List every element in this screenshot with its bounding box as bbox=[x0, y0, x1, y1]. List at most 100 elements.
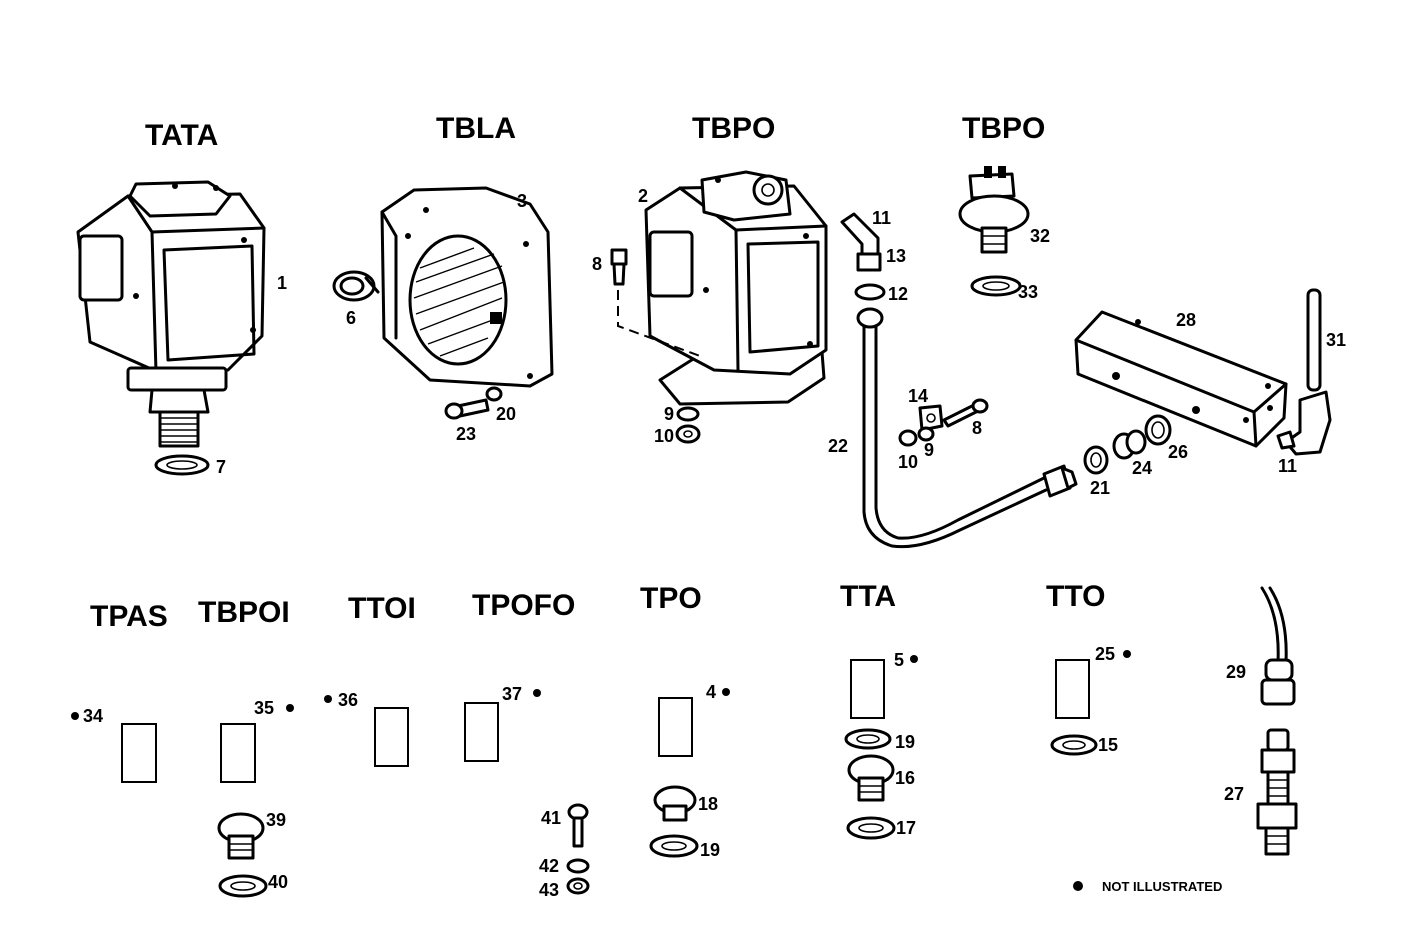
part-6-plug bbox=[332, 270, 380, 302]
part-34-placeholder-box bbox=[121, 723, 157, 783]
not-illustrated-dot-5 bbox=[910, 655, 918, 663]
part-label-28: 28 bbox=[1176, 310, 1196, 330]
part-10-nut-right bbox=[898, 429, 918, 447]
part-label-27: 27 bbox=[1224, 784, 1244, 804]
part-14-clip bbox=[918, 404, 944, 432]
group-title-tata: TATA bbox=[145, 119, 218, 152]
group-title-tbpo-right: TBPO bbox=[962, 112, 1045, 145]
part-label-8-left: 8 bbox=[592, 254, 602, 274]
part-39-plug bbox=[217, 812, 265, 860]
part-27-sensor bbox=[1256, 728, 1298, 856]
part-18-plug bbox=[653, 785, 697, 822]
legend-not-illustrated: NOT ILLUSTRATED bbox=[1102, 879, 1222, 894]
part-label-9-left: 9 bbox=[664, 404, 674, 424]
part-13-fitting bbox=[856, 252, 882, 272]
part-37-placeholder-box bbox=[464, 702, 499, 762]
part-40-washer bbox=[218, 874, 268, 898]
part-5-placeholder-box bbox=[850, 659, 885, 719]
part-10-nut-left bbox=[675, 424, 701, 444]
part-25-placeholder-box bbox=[1055, 659, 1090, 719]
part-label-2: 2 bbox=[638, 186, 648, 206]
group-title-tpofo: TPOFO bbox=[472, 589, 575, 622]
part-15-washer bbox=[1050, 734, 1098, 756]
part-label-8-right: 8 bbox=[972, 418, 982, 438]
part-41-bolt bbox=[567, 803, 589, 848]
part-label-11-lower: 11 bbox=[1278, 456, 1297, 476]
part-9-washer-right bbox=[917, 426, 935, 442]
part-12-washer bbox=[854, 283, 886, 301]
part-label-23: 23 bbox=[456, 424, 476, 444]
part-35-placeholder-box bbox=[220, 723, 256, 783]
group-title-tpas: TPAS bbox=[90, 600, 168, 633]
part-label-40: 40 bbox=[268, 872, 288, 892]
part-32-pressure-switch bbox=[958, 166, 1030, 254]
part-label-29: 29 bbox=[1226, 662, 1246, 682]
part-label-31: 31 bbox=[1326, 330, 1346, 350]
part-43-nut bbox=[566, 877, 590, 895]
part-24-fitting bbox=[1112, 429, 1147, 460]
part-label-19-tta: 19 bbox=[895, 732, 915, 752]
part-label-19-tpo: 19 bbox=[700, 840, 720, 860]
not-illustrated-dot-36 bbox=[324, 695, 332, 703]
part-21-washer bbox=[1083, 445, 1109, 475]
part-label-24: 24 bbox=[1132, 458, 1152, 478]
part-label-6: 6 bbox=[346, 308, 356, 328]
part-label-43: 43 bbox=[539, 880, 559, 900]
part-label-35: 35 bbox=[254, 698, 274, 718]
group-title-tbpo-left: TBPO bbox=[692, 112, 775, 145]
part-label-15: 15 bbox=[1098, 735, 1118, 755]
part-29-sensor-with-cable bbox=[1260, 586, 1296, 706]
not-illustrated-dot-34 bbox=[71, 712, 79, 720]
part-19-washer-tta bbox=[844, 728, 892, 750]
part-label-10-right: 10 bbox=[898, 452, 918, 472]
legend-bullet bbox=[1073, 881, 1083, 891]
tbla-housing-with-window bbox=[380, 186, 554, 388]
group-title-tpo: TPO bbox=[640, 582, 702, 615]
part-label-16: 16 bbox=[895, 768, 915, 788]
part-label-12: 12 bbox=[888, 284, 908, 304]
part-11-elbow-lower bbox=[1276, 390, 1332, 456]
part-label-21: 21 bbox=[1090, 478, 1110, 498]
part-31-tube bbox=[1306, 288, 1322, 392]
part-22-pipe bbox=[856, 307, 1078, 549]
tata-transmitter-housing bbox=[76, 180, 266, 448]
part-label-42: 42 bbox=[539, 856, 559, 876]
part-label-20: 20 bbox=[496, 404, 516, 424]
part-42-washer bbox=[566, 858, 590, 874]
part-19-washer-tpo bbox=[649, 834, 699, 858]
part-label-14: 14 bbox=[908, 386, 928, 406]
part-label-17: 17 bbox=[896, 818, 916, 838]
part-label-36: 36 bbox=[338, 690, 358, 710]
part-label-32: 32 bbox=[1030, 226, 1050, 246]
part-8-bolt-left bbox=[610, 248, 701, 357]
not-illustrated-dot-4 bbox=[722, 688, 730, 696]
part-8-bolt-right bbox=[942, 398, 989, 428]
part-label-1: 1 bbox=[277, 273, 287, 293]
part-label-34: 34 bbox=[83, 706, 103, 726]
not-illustrated-dot-35 bbox=[286, 704, 294, 712]
part-label-10-left: 10 bbox=[654, 426, 674, 446]
part-label-7: 7 bbox=[216, 457, 226, 477]
part-28-block bbox=[1074, 310, 1288, 448]
part-20-washer bbox=[485, 386, 503, 402]
group-title-tto: TTO bbox=[1046, 580, 1105, 613]
part-17-washer bbox=[846, 816, 896, 840]
part-label-25: 25 bbox=[1095, 644, 1115, 664]
part-label-5: 5 bbox=[894, 650, 904, 670]
not-illustrated-dot-25 bbox=[1123, 650, 1131, 658]
part-label-3: 3 bbox=[517, 191, 527, 211]
group-title-tta: TTA bbox=[840, 580, 896, 613]
part-label-37: 37 bbox=[502, 684, 522, 704]
part-23-screw bbox=[444, 398, 490, 420]
part-label-26: 26 bbox=[1168, 442, 1188, 462]
not-illustrated-dot-37 bbox=[533, 689, 541, 697]
part-16-plug bbox=[847, 754, 895, 802]
part-26-washer bbox=[1144, 414, 1172, 446]
part-36-placeholder-box bbox=[374, 707, 409, 767]
group-title-tbpoi: TBPOI bbox=[198, 596, 290, 629]
part-label-13: 13 bbox=[886, 246, 906, 266]
part-label-9-right: 9 bbox=[924, 440, 934, 460]
part-4-placeholder-box bbox=[658, 697, 693, 757]
part-label-22: 22 bbox=[828, 436, 848, 456]
